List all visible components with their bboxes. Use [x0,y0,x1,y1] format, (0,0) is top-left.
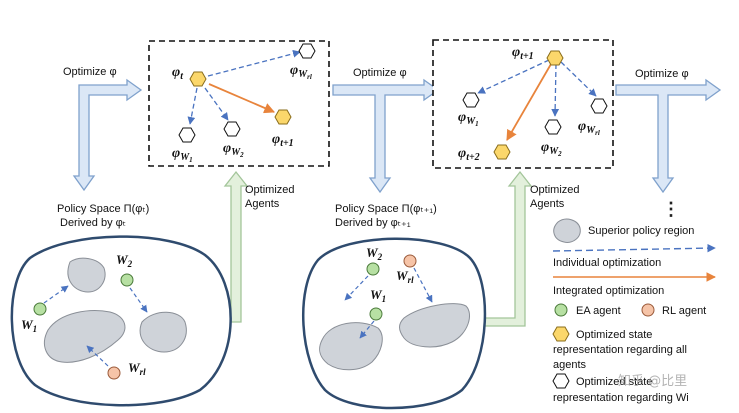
optimized-agents-1-line2: Agents [245,198,280,210]
legend-superior-swatch [553,218,581,243]
optimize-label-1: Optimize φ [63,66,117,78]
superior-region-2b [399,303,470,348]
hexagon-phi-t1-2 [546,50,564,66]
legend-yellow-hexagon [552,326,570,342]
legend-opt-state-line3: agents [553,359,587,371]
rl-agent-wrl-1 [107,366,121,380]
policy-space-1-title: Policy Space Π(φₜ) [57,203,149,215]
policy-space-2-subtitle: Derived by φₜ₊₁ [335,217,411,229]
optimize-label-2: Optimize φ [353,67,407,79]
legend-opt-state-line2: representation regarding all [553,344,687,356]
hexagon-phi-t1-1 [274,109,292,125]
legend-opt-state-wi-line1: Optimized state [576,376,652,388]
legend-superior-text: Superior policy region [588,225,694,237]
ea-agent-w1-2 [369,307,383,321]
hexagon-phi-wrl-2 [590,98,608,114]
hexagon-phi-w1-1 [178,127,196,143]
hexagon-phi-w2-2 [544,119,562,135]
optimized-agents-arrow-2 [483,170,533,327]
legend-individual-line [552,243,716,253]
ea-agent-w2-1 [120,273,134,287]
rl-agent-wrl-2 [403,254,417,268]
legend-individual-text: Individual optimization [553,257,661,269]
optimized-agents-2-line1: Optimized [530,184,580,196]
policy-space-1-subtitle: Derived by φₜ [60,217,126,229]
superior-region-1a [67,257,106,293]
legend-white-hexagon [552,373,570,389]
hexagon-phi-wrl-1 [298,43,316,59]
legend: Superior policy region Individual optimi… [552,218,716,404]
hexagon-phi-t2 [493,144,511,160]
legend-ea-text: EA agent [576,305,621,317]
policy-space-2-title: Policy Space Π(φₜ₊₁) [335,203,437,215]
hexagon-phi-w2-1 [223,121,241,137]
optimize-arrow-2 [332,78,440,194]
hexagon-phi-t [189,71,207,87]
hexagon-phi-w1-2 [462,92,480,108]
optimized-agents-2-line2: Agents [530,198,565,210]
legend-opt-state-wi-line2: representation regarding Wi [553,392,689,404]
continuation-ellipsis: ⋮ [662,199,680,219]
optimize-arrow-3 [615,78,722,194]
state-box-1: φt φWrl φW1 φW2 φt+1 [148,40,330,167]
superior-region-1c [139,311,187,353]
ea-agent-w2-2 [366,262,380,276]
policy-space-1: W1 W2 Wrl [10,235,232,407]
superior-region-1b [44,310,126,363]
policy-space-2: W2 W1 Wrl [302,237,487,410]
legend-opt-state-line1: Optimized state [576,329,652,341]
optimize-label-3: Optimize φ [635,68,689,80]
legend-rl-text: RL agent [662,305,706,317]
legend-ea-swatch [554,303,568,317]
state-box-2: φt+1 φW1 φW2 φWrl φt+2 [432,39,614,169]
ea-agent-w1-1 [33,302,47,316]
legend-integrated-text: Integrated optimization [553,285,664,297]
optimize-arrow-1 [72,78,143,192]
watermark: 知乎 @比里 [618,373,687,389]
legend-rl-swatch [641,303,655,317]
optimized-agents-1-line1: Optimized [245,184,295,196]
